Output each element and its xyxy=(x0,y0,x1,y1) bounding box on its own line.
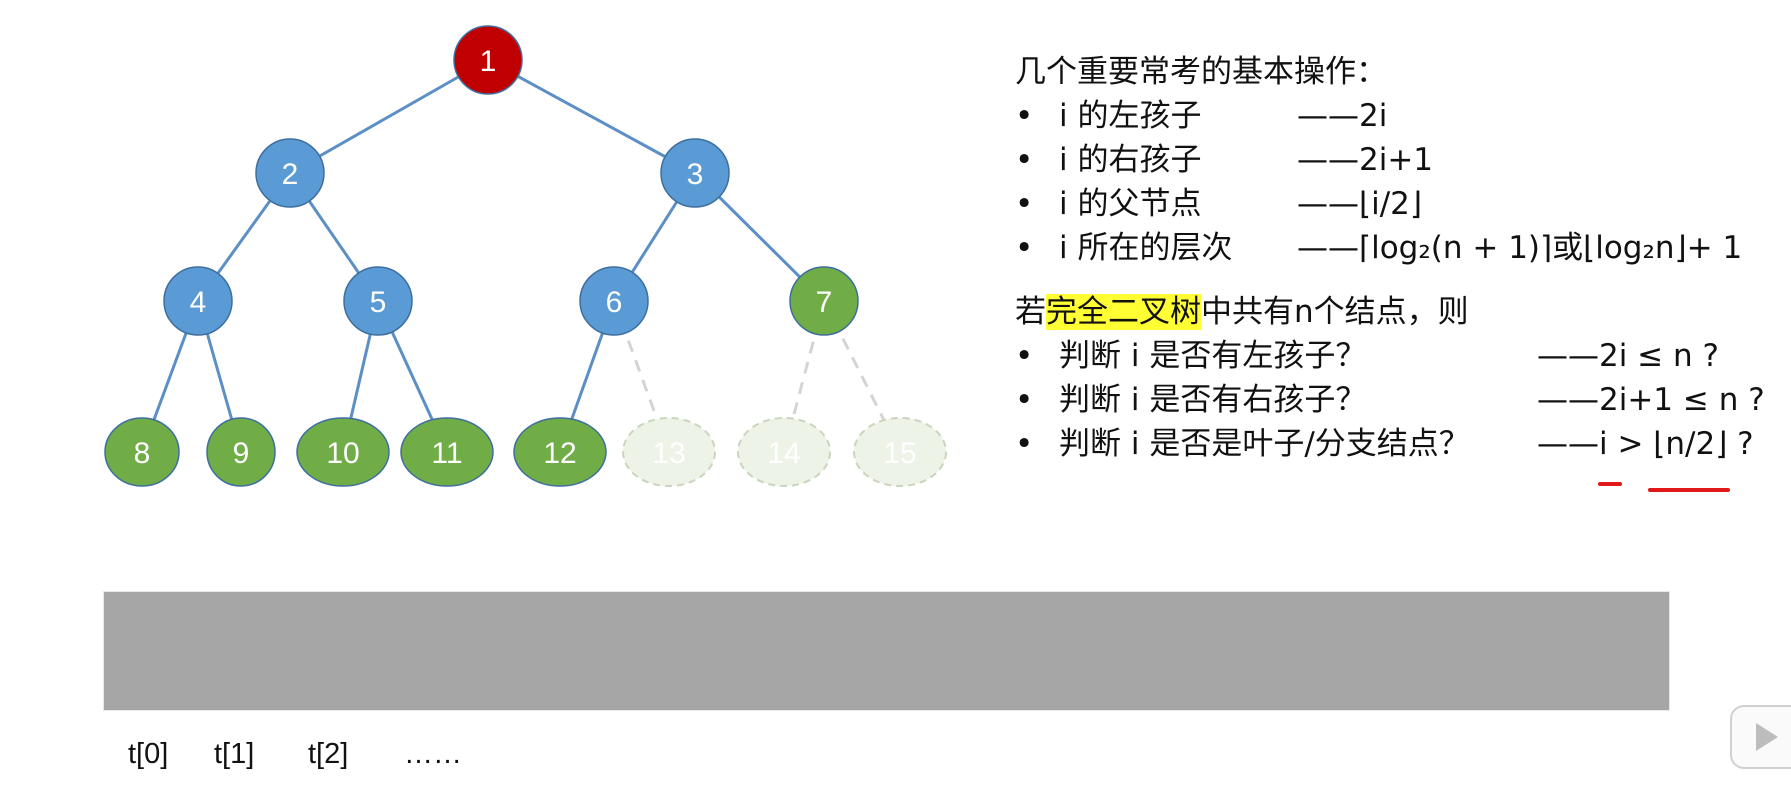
tree-node-label: 12 xyxy=(543,437,576,470)
check-right-child: • 判断 i 是否有右孩子？ ——2i+1 ≤ n ? xyxy=(1015,378,1775,422)
check-leaf-branch: • 判断 i 是否是叶子/分支结点？ ——i > ⌊n/2⌋ ? xyxy=(1015,422,1775,466)
title-pre: 若 xyxy=(1015,294,1046,330)
red-underline-floor xyxy=(1648,488,1730,492)
op-answer: ——⌊i/2⌋ xyxy=(1297,186,1422,222)
bullet: • xyxy=(1015,230,1034,266)
index-label-2: t[2] xyxy=(308,738,349,770)
op-text: i 所在的层次 xyxy=(1059,230,1233,266)
highlighted-term: 完全二叉树 xyxy=(1046,294,1201,330)
tree-node-label: 5 xyxy=(370,286,387,319)
array-strip xyxy=(104,592,1669,710)
tree-node-9: 9 xyxy=(206,417,276,487)
index-label-1: t[1] xyxy=(214,738,255,770)
tree-node-label: 2 xyxy=(282,158,299,191)
tree-node-label: 13 xyxy=(652,437,685,470)
tree-node-7: 7 xyxy=(789,266,859,336)
bullet: • xyxy=(1015,338,1034,374)
tree-node-13: 13 xyxy=(622,417,716,487)
tree-node-14: 14 xyxy=(737,417,831,487)
op-text: i 的父节点 xyxy=(1059,186,1202,222)
op-answer: ——2i xyxy=(1297,98,1388,134)
bullet: • xyxy=(1015,382,1034,418)
op-text: i 的右孩子 xyxy=(1059,142,1202,178)
check-answer: ——i > ⌊n/2⌋ ? xyxy=(1537,426,1754,462)
op-level: • i 所在的层次 ——⌈log₂(n + 1)⌉或⌊log₂n⌋+ 1 xyxy=(1015,226,1775,270)
tree-node-4: 4 xyxy=(163,266,233,336)
tree-edges xyxy=(140,58,902,453)
check-text: 判断 i 是否有右孩子？ xyxy=(1059,382,1367,418)
tree-node-label: 10 xyxy=(326,437,359,470)
tree-node-10: 10 xyxy=(296,417,390,487)
tree-node-label: 8 xyxy=(134,437,151,470)
tree-node-12: 12 xyxy=(513,417,607,487)
red-underline-i xyxy=(1598,482,1622,486)
tree-node-label: 3 xyxy=(687,158,704,191)
tree-node-label: 15 xyxy=(883,437,916,470)
bullet: • xyxy=(1015,142,1034,178)
check-text: 判断 i 是否是叶子/分支结点？ xyxy=(1059,426,1470,462)
op-answer: ——⌈log₂(n + 1)⌉或⌊log₂n⌋+ 1 xyxy=(1297,230,1743,266)
title-post: 中共有n个结点，则 xyxy=(1201,294,1469,330)
tree-edge xyxy=(487,58,696,175)
tree-node-label: 7 xyxy=(816,286,833,319)
tree-node-label: 4 xyxy=(190,286,207,319)
tree-node-label: 1 xyxy=(480,45,497,78)
tree-node-2: 2 xyxy=(255,138,325,208)
tree-node-1: 1 xyxy=(453,25,523,95)
index-label-ellipsis: …… xyxy=(404,738,462,770)
tree-node-6: 6 xyxy=(579,266,649,336)
index-label-0: t[0] xyxy=(128,738,169,770)
tree-node-15: 15 xyxy=(853,417,947,487)
check-left-child: • 判断 i 是否有左孩子？ ——2i ≤ n ? xyxy=(1015,334,1775,378)
tree-node-3: 3 xyxy=(660,138,730,208)
op-text: i 的左孩子 xyxy=(1059,98,1202,134)
check-answer: ——2i+1 ≤ n ? xyxy=(1537,382,1765,418)
op-answer: ——2i+1 xyxy=(1297,142,1434,178)
tree-node-label: 9 xyxy=(233,437,250,470)
tree-node-8: 8 xyxy=(104,417,180,487)
bullet: • xyxy=(1015,426,1034,462)
op-parent: • i 的父节点 ——⌊i/2⌋ xyxy=(1015,182,1775,226)
op-left-child: • i 的左孩子 ——2i xyxy=(1015,94,1775,138)
play-icon xyxy=(1756,723,1778,751)
tree-edge xyxy=(289,58,489,175)
tree-node-label: 14 xyxy=(767,437,800,470)
tree-node-5: 5 xyxy=(343,266,413,336)
bullet: • xyxy=(1015,98,1034,134)
complete-tree-title: 若完全二叉树中共有n个结点，则 xyxy=(1015,290,1775,334)
op-right-child: • i 的右孩子 ——2i+1 xyxy=(1015,138,1775,182)
ops-title: 几个重要常考的基本操作： xyxy=(1015,54,1387,90)
check-answer: ——2i ≤ n ? xyxy=(1537,338,1719,374)
check-text: 判断 i 是否有左孩子？ xyxy=(1059,338,1367,374)
operations-panel: 几个重要常考的基本操作： • i 的左孩子 ——2i • i 的右孩子 ——2i… xyxy=(1015,50,1775,466)
bullet: • xyxy=(1015,186,1034,222)
tree-node-label: 11 xyxy=(431,437,462,470)
tree-node-11: 11 xyxy=(400,417,494,487)
video-play-button[interactable] xyxy=(1730,705,1791,769)
tree-node-label: 6 xyxy=(606,286,623,319)
